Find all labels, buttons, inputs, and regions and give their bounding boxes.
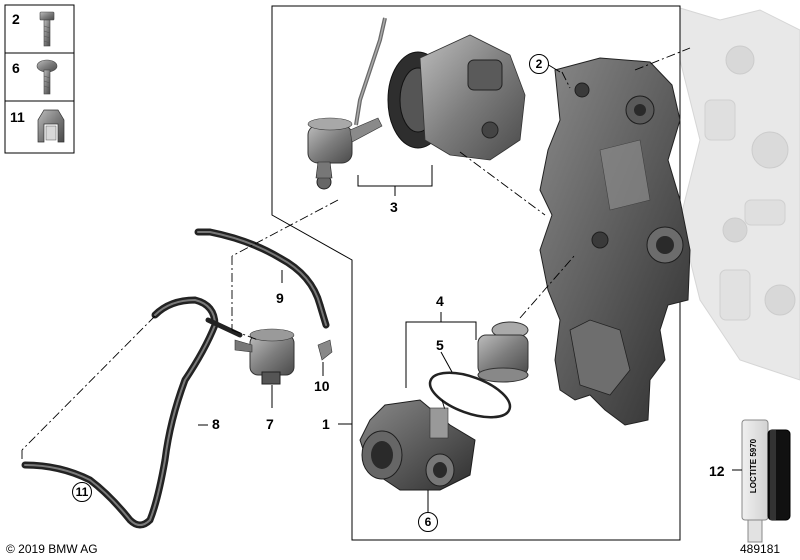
sealant-tube-label: LOCTITE 5970 bbox=[749, 438, 758, 494]
callout-5: 5 bbox=[436, 337, 444, 353]
pan-head-screw-icon bbox=[36, 59, 58, 95]
hose-clip-icon bbox=[37, 109, 65, 143]
thermostat bbox=[477, 321, 529, 383]
legend-number-bolt: 2 bbox=[12, 11, 20, 27]
callout-12: 12 bbox=[709, 463, 725, 479]
sealing-ring bbox=[428, 371, 512, 419]
callout-10: 10 bbox=[314, 378, 330, 394]
copyright-text: © 2019 BMW AG bbox=[6, 542, 98, 556]
callout-1: 1 bbox=[322, 416, 330, 432]
assembly-frame bbox=[271, 5, 681, 541]
callout-3: 3 bbox=[390, 199, 398, 215]
solenoid-valve bbox=[234, 328, 295, 385]
water-pump bbox=[387, 34, 526, 161]
engine-block bbox=[679, 7, 800, 381]
legend-number-clip: 11 bbox=[10, 109, 25, 125]
sealant-tube bbox=[741, 419, 791, 543]
leader-lines bbox=[198, 63, 742, 512]
assembly-lines bbox=[21, 47, 691, 462]
callout-7: 7 bbox=[266, 416, 274, 432]
diagram-number: 489181 bbox=[740, 542, 781, 556]
callout-11-circled: 11 bbox=[72, 482, 92, 502]
coolant-pump-housing bbox=[539, 57, 691, 426]
callout-8: 8 bbox=[212, 416, 220, 432]
callout-6-circled: 6 bbox=[418, 512, 438, 532]
vacuum-hose-long bbox=[21, 296, 219, 529]
thermostat-housing bbox=[359, 399, 476, 491]
legend-number-screw: 6 bbox=[12, 60, 20, 76]
bolt-icon bbox=[39, 11, 55, 47]
hose-connector bbox=[317, 339, 333, 361]
callout-4: 4 bbox=[436, 293, 444, 309]
vacuum-actuator bbox=[307, 17, 387, 190]
callout-2-circled: 2 bbox=[529, 54, 549, 74]
callout-9: 9 bbox=[276, 290, 284, 306]
